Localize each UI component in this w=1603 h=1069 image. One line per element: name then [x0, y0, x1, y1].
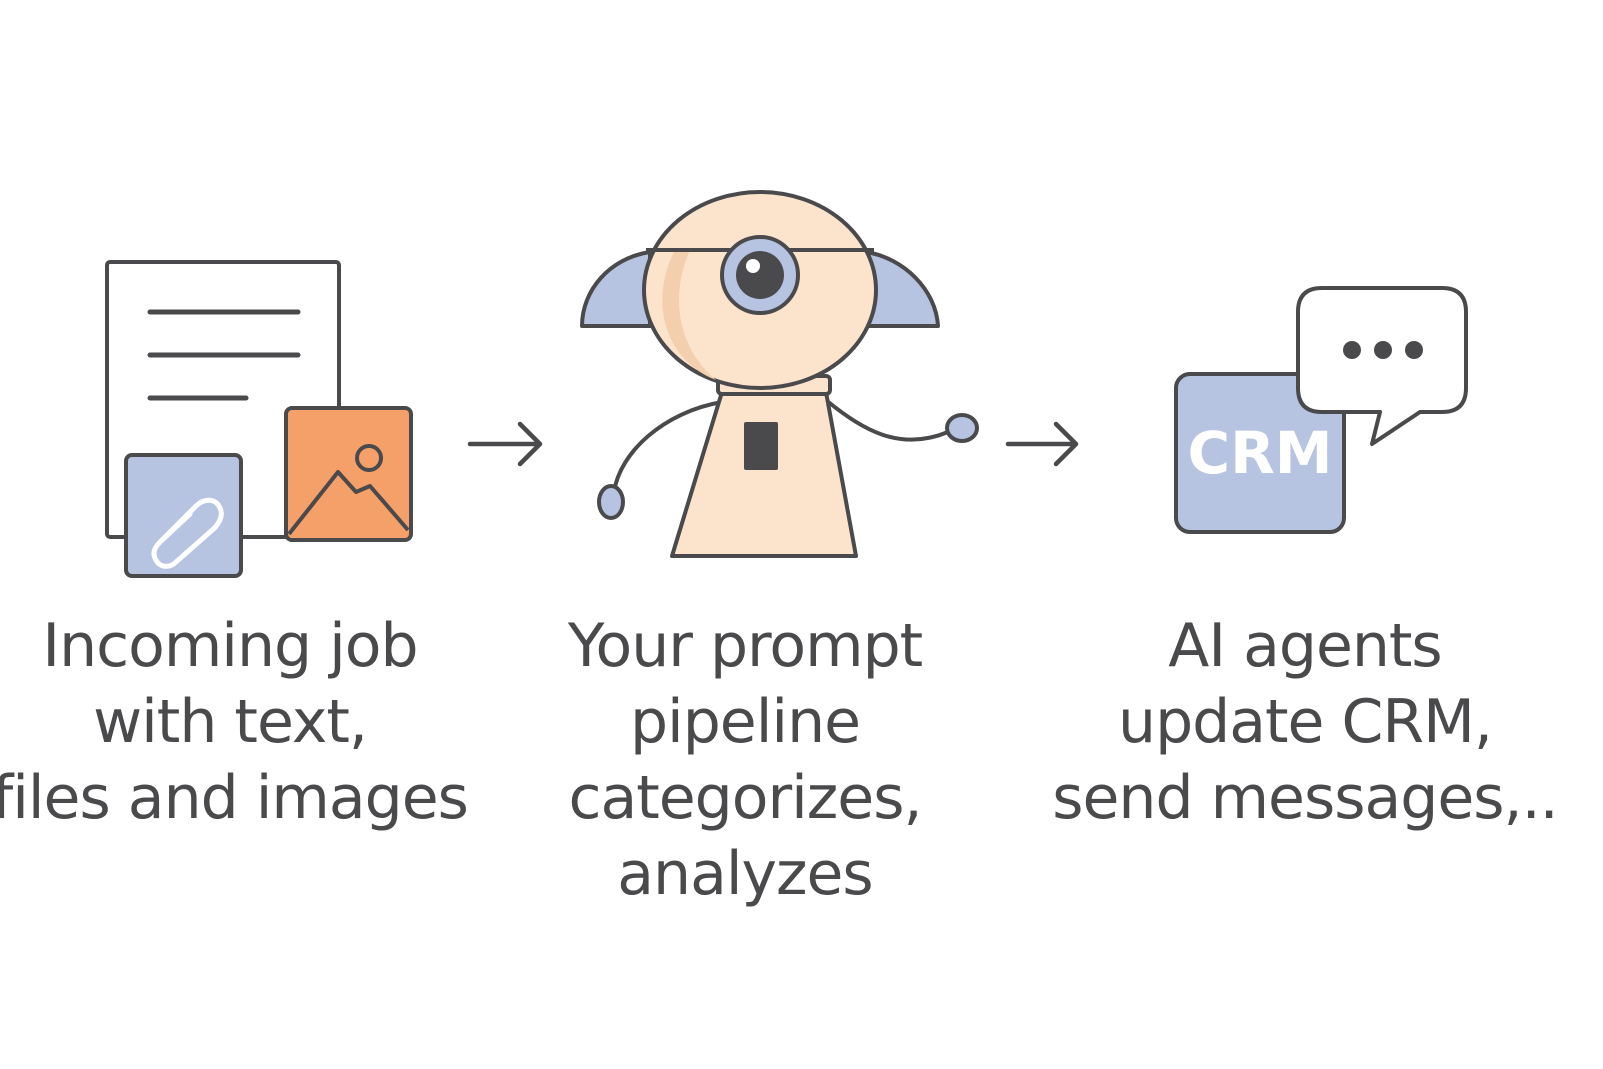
caption-line: send messages,..: [1052, 763, 1558, 833]
caption-line: files and images: [0, 763, 469, 833]
arrow-right-icon: [467, 421, 543, 467]
robot-left-arm: [612, 400, 724, 494]
chat-bubble-icon: [1296, 286, 1468, 446]
robot-pupil: [736, 251, 784, 299]
caption-line: Your prompt: [567, 611, 923, 681]
document-with-attachments-icon: [105, 260, 413, 578]
step-caption-agents: AI agents update CRM, send messages,..: [1045, 608, 1565, 836]
caption-line: analyzes: [617, 839, 873, 909]
caption-line: update CRM,: [1118, 687, 1493, 757]
robot-left-hand: [597, 484, 625, 520]
typing-dot: [1405, 341, 1423, 359]
step-caption-pipeline: Your prompt pipeline categorizes, analyz…: [485, 608, 1005, 912]
robot-right-hand: [945, 413, 979, 443]
robot-head-shade: [662, 248, 716, 380]
robot-right-ear: [864, 250, 940, 328]
robot-right-arm: [824, 398, 950, 442]
caption-line: with text,: [93, 687, 368, 757]
caption-line: Incoming job: [42, 611, 418, 681]
typing-dot: [1343, 341, 1361, 359]
robot-icon: [580, 190, 979, 558]
step-caption-input: Incoming job with text, files and images: [0, 608, 490, 836]
image-tile-icon: [284, 406, 413, 542]
caption-line: pipeline: [629, 687, 861, 757]
typing-dot: [1374, 341, 1392, 359]
robot-left-ear: [580, 250, 652, 328]
crm-label: CRM: [1188, 419, 1333, 487]
robot-body: [670, 390, 858, 558]
caption-line: categorizes,: [568, 763, 922, 833]
robot-chest-panel: [744, 422, 778, 470]
arrow-right-icon: [1005, 421, 1079, 467]
caption-line: AI agents: [1168, 611, 1442, 681]
attachment-tile-icon: [124, 453, 243, 578]
paperclip-icon: [151, 497, 224, 569]
crm-chat-icon: CRM: [1174, 286, 1468, 534]
crm-tile: [1174, 372, 1346, 534]
robot-eye-glint: [746, 259, 760, 273]
